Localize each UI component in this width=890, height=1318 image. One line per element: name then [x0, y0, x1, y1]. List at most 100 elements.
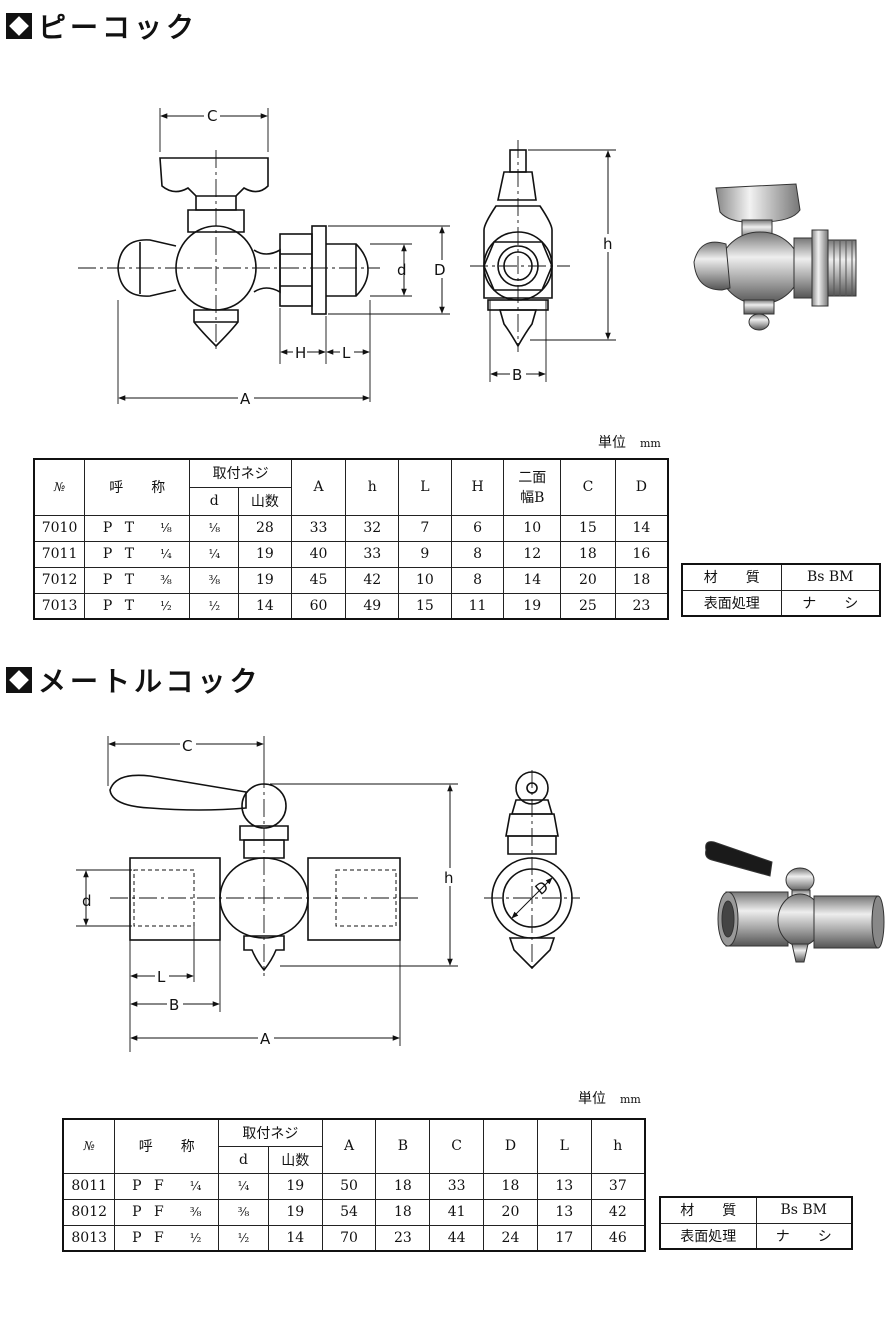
table-cell: 24 [483, 1224, 538, 1252]
table-cell: 9 [398, 540, 452, 568]
peacock-dim-a-label: A [240, 390, 251, 408]
table-cell: 25 [560, 592, 616, 620]
header-b: B [375, 1118, 431, 1174]
table-cell: 18 [614, 566, 669, 594]
table-cell: ¼ [218, 1172, 269, 1200]
header-l: L [398, 458, 452, 516]
material-label: 材 質 [659, 1196, 757, 1224]
cell-name-text: P T [102, 597, 139, 614]
table-cell: 44 [429, 1224, 485, 1252]
peacock-side-view [78, 108, 450, 404]
metre-dim-h-label: h [444, 869, 454, 887]
header-thread-count: 山数 [238, 486, 292, 516]
header-thread-d: d [189, 486, 240, 516]
peacock-end-view [470, 140, 616, 382]
table-cell: ¼ [189, 540, 240, 568]
material-label: 材 質 [681, 563, 782, 591]
table-cell: 42 [590, 1198, 646, 1226]
peacock-dim-h-small-label: H [295, 344, 306, 362]
table-cell: ⅜ [218, 1198, 269, 1226]
table-cell: 19 [238, 540, 292, 568]
header-l: L [536, 1118, 592, 1174]
header-no: № [62, 1118, 116, 1174]
header-thread-d: d [218, 1145, 269, 1174]
header-no: № [33, 458, 86, 516]
table-cell: 18 [560, 540, 616, 568]
peacock-dim-b-label: B [512, 366, 522, 384]
header-c: C [429, 1118, 485, 1174]
table-cell: 20 [560, 566, 616, 594]
unit-label-text: 単位 [598, 435, 626, 451]
metre-dim-d-label: d [82, 892, 92, 910]
header-thread: 取付ネジ [189, 458, 292, 488]
cell-name-text: P F [132, 1204, 168, 1220]
table-cell: 18 [375, 1172, 431, 1200]
table-cell: 41 [429, 1198, 485, 1226]
peacock-photo [693, 183, 857, 331]
table-cell: 14 [503, 566, 562, 594]
metre-cock-end-view [484, 770, 580, 972]
table-cell: 33 [290, 514, 347, 542]
header-c: C [560, 458, 616, 516]
unit-label-metre-cock: 単位 mm [578, 1088, 641, 1108]
table-cell: 50 [321, 1172, 377, 1200]
unit-label-text: 単位 [578, 1091, 606, 1107]
header-h: h [590, 1118, 646, 1174]
metre-dim-b-label: B [169, 996, 179, 1014]
header-d: D [483, 1118, 538, 1174]
table-cell: 18 [375, 1198, 431, 1226]
header-h: h [345, 458, 400, 516]
metre-dim-c-label: C [182, 737, 192, 755]
cell-name-size: ¼ [189, 1179, 202, 1193]
finish-value: ナ シ [755, 1222, 853, 1250]
table-cell: 10 [398, 566, 452, 594]
cell-name-text: P T [102, 520, 139, 536]
table-cell: 32 [345, 514, 400, 542]
table-cell: 49 [345, 592, 400, 620]
table-cell: 11 [450, 592, 505, 620]
metre-cock-photo [705, 841, 885, 963]
finish-label: 表面処理 [659, 1222, 757, 1250]
peacock-dim-l-label: L [342, 344, 351, 362]
table-cell: 19 [238, 566, 292, 594]
header-name: 呼 称 [84, 458, 191, 516]
table-cell: ½ [218, 1224, 269, 1252]
metre-dim-l-label: L [157, 968, 166, 986]
unit-value-text: mm [620, 1093, 641, 1106]
table-cell: 54 [321, 1198, 377, 1226]
cell-name-text: P T [102, 572, 139, 588]
header-width-b-line2: 幅B [520, 490, 545, 507]
peacock-dim-d-small-label: d [397, 261, 407, 279]
table-cell: 60 [290, 592, 347, 620]
diamond-bullet-icon [6, 667, 32, 693]
table-cell: 8 [450, 566, 505, 594]
table-cell: 7012 [33, 566, 86, 594]
finish-label: 表面処理 [681, 589, 782, 617]
header-hh: H [450, 458, 505, 516]
table-cell: 13 [536, 1172, 592, 1200]
table-cell: 37 [590, 1172, 646, 1200]
section-title-peacock: ピーコック [6, 6, 198, 46]
header-name: 呼 称 [114, 1118, 220, 1174]
cell-name-text: P F [132, 1229, 168, 1246]
table-cell: 16 [614, 540, 669, 568]
table-cell: 20 [483, 1198, 538, 1226]
table-cell: ⅛ [189, 514, 240, 542]
table-cell: 8013 [62, 1224, 116, 1252]
table-cell: 17 [536, 1224, 592, 1252]
